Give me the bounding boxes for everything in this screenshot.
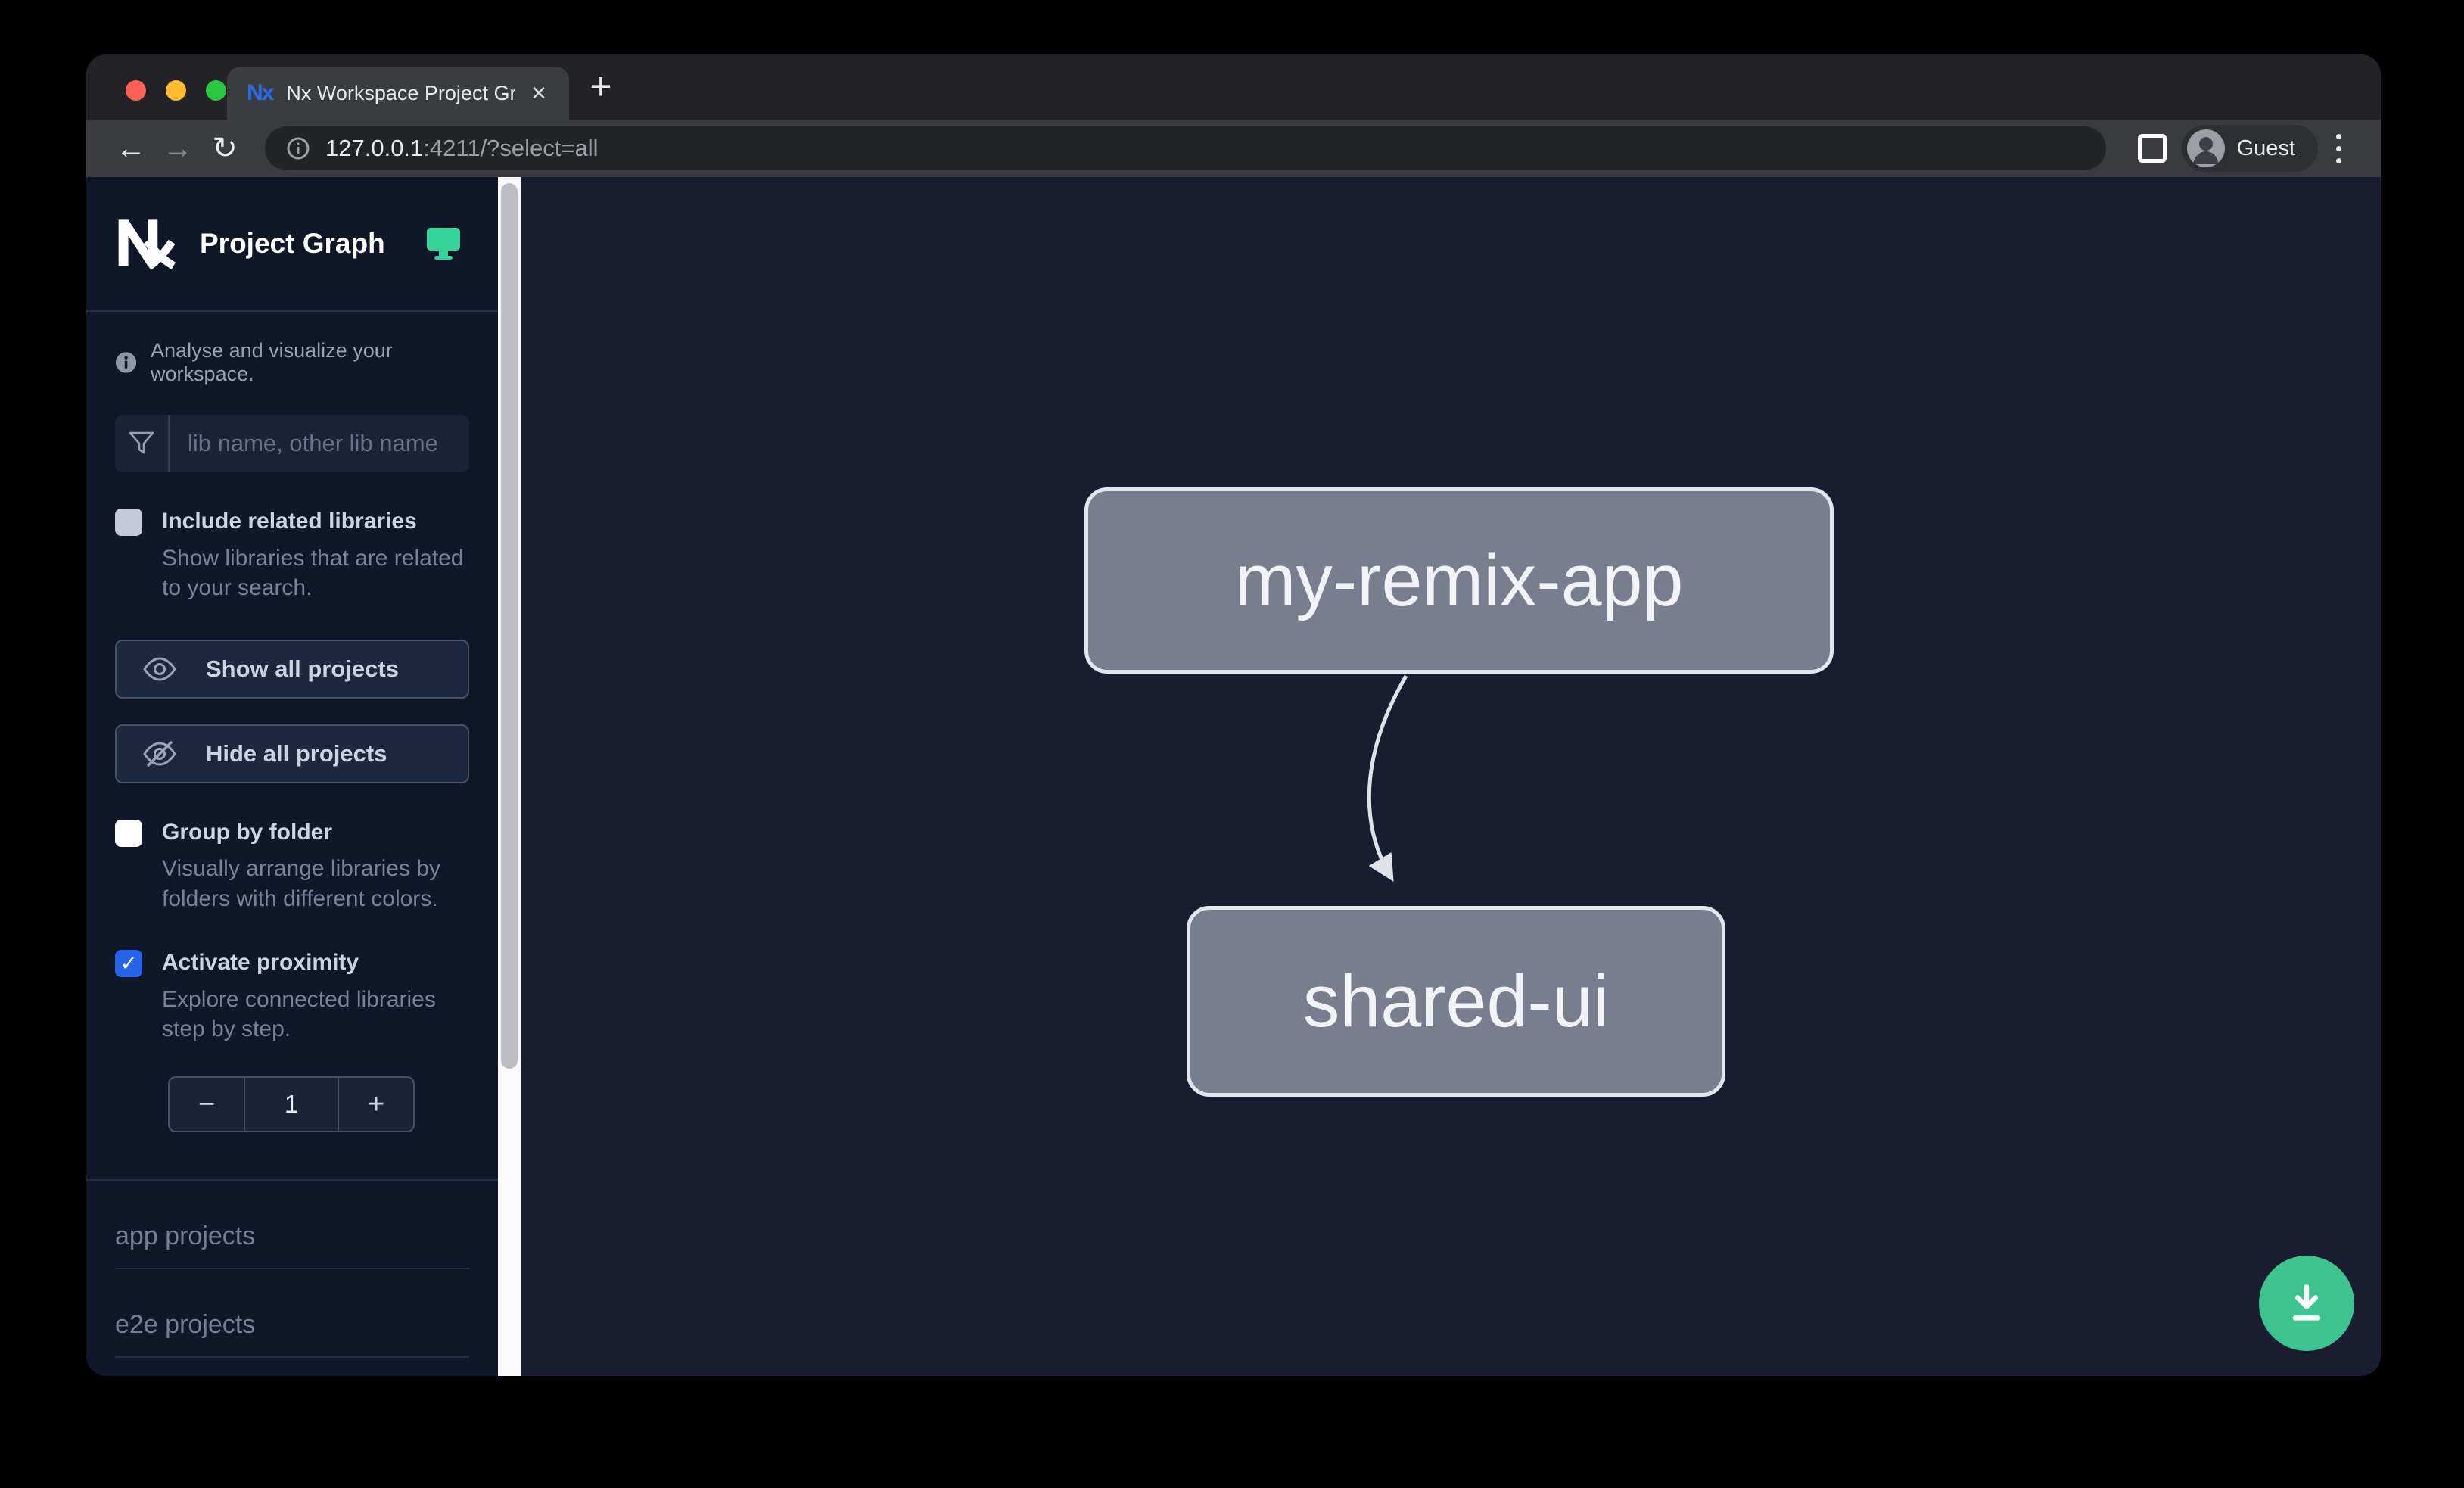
sidebar-scrollbar[interactable] bbox=[498, 177, 521, 1376]
stepper-value: 1 bbox=[243, 1078, 340, 1132]
node-shared-ui[interactable]: shared-ui bbox=[1187, 906, 1725, 1097]
activate-proximity-checkbox[interactable]: ✓ bbox=[115, 950, 142, 978]
include-related-label: Include related libraries bbox=[162, 509, 417, 534]
project-sections: app projects e2e projects bbox=[86, 1181, 498, 1359]
profile-button[interactable]: Guest bbox=[2181, 125, 2318, 172]
activate-proximity-row: ✓ Activate proximity Explore connected l… bbox=[115, 948, 469, 1044]
download-graph-button[interactable] bbox=[2259, 1256, 2354, 1351]
sidebar-header: Project Graph bbox=[86, 177, 498, 312]
download-icon bbox=[2292, 1284, 2321, 1321]
scrollbar-thumb[interactable] bbox=[501, 183, 518, 1069]
nx-logo-icon bbox=[118, 219, 176, 269]
section-app-projects[interactable]: app projects bbox=[115, 1181, 469, 1270]
tab-title: Nx Workspace Project Graph bbox=[286, 81, 515, 104]
checkmark-icon: ✓ bbox=[120, 951, 138, 975]
avatar-icon bbox=[2186, 129, 2225, 167]
tab-strip: Nx Nx Workspace Project Graph × + bbox=[86, 54, 2381, 120]
sidebar-divider bbox=[86, 1179, 498, 1181]
dependency-edge bbox=[1367, 674, 1408, 883]
node-my-remix-app[interactable]: my-remix-app bbox=[1084, 487, 1834, 674]
eye-off-icon bbox=[143, 740, 176, 767]
new-tab-button[interactable]: + bbox=[590, 65, 612, 107]
back-icon[interactable]: ← bbox=[116, 131, 146, 165]
profile-name: Guest bbox=[2236, 135, 2295, 160]
include-related-desc: Show libraries that are related to your … bbox=[162, 545, 464, 601]
minimize-window-button[interactable] bbox=[166, 80, 186, 101]
url-path: :4211/?select=all bbox=[423, 135, 599, 161]
activate-proximity-desc: Explore connected libraries step by step… bbox=[162, 986, 436, 1042]
reload-icon[interactable]: ↻ bbox=[212, 132, 238, 165]
side-panel-icon[interactable] bbox=[2137, 134, 2167, 163]
info-icon bbox=[115, 352, 137, 373]
show-all-projects-button[interactable]: Show all projects bbox=[115, 639, 469, 699]
page-content: Project Graph Analyse and visualize your… bbox=[86, 177, 2381, 1376]
filter-funnel-icon bbox=[115, 415, 170, 472]
tab-close-icon[interactable]: × bbox=[531, 79, 546, 107]
site-info-icon[interactable] bbox=[286, 136, 310, 160]
group-by-folder-desc: Visually arrange libraries by folders wi… bbox=[162, 856, 440, 911]
group-by-folder-row: Group by folder Visually arrange librari… bbox=[115, 818, 469, 914]
browser-toolbar: ← → ↻ 127.0.0.1:4211/?select=all Guest bbox=[86, 120, 2381, 177]
include-related-row: Include related libraries Show libraries… bbox=[115, 507, 469, 603]
stepper-increment-button[interactable]: + bbox=[367, 1088, 385, 1120]
activate-proximity-label: Activate proximity bbox=[162, 950, 359, 976]
section-e2e-projects[interactable]: e2e projects bbox=[115, 1269, 469, 1359]
url-host: 127.0.0.1 bbox=[325, 135, 424, 161]
browser-menu-icon[interactable] bbox=[2336, 133, 2341, 163]
project-actions: Show all projects Hide all projects bbox=[86, 639, 498, 783]
url-text: 127.0.0.1:4211/?select=all bbox=[325, 135, 599, 162]
maximize-window-button[interactable] bbox=[206, 80, 226, 101]
browser-window: Nx Nx Workspace Project Graph × + ← → ↻ … bbox=[86, 54, 2381, 1376]
filter-box bbox=[115, 415, 469, 472]
proximity-stepper: − 1 + bbox=[168, 1076, 415, 1133]
include-related-checkbox[interactable] bbox=[115, 509, 142, 536]
page-title: Project Graph bbox=[200, 228, 385, 259]
graph-canvas[interactable]: my-remix-app shared-ui bbox=[521, 177, 2381, 1376]
nx-favicon-icon: Nx bbox=[247, 80, 274, 105]
eye-icon bbox=[143, 657, 176, 681]
hide-all-projects-label: Hide all projects bbox=[206, 739, 387, 767]
forward-icon[interactable]: → bbox=[163, 131, 193, 165]
group-by-folder-checkbox[interactable] bbox=[115, 819, 142, 847]
address-bar[interactable]: 127.0.0.1:4211/?select=all bbox=[265, 126, 2106, 170]
stepper-decrement-button[interactable]: − bbox=[198, 1088, 216, 1120]
traffic-lights bbox=[126, 80, 226, 101]
tagline-text: Analyse and visualize your workspace. bbox=[151, 339, 393, 385]
filter-input[interactable] bbox=[170, 415, 469, 472]
show-all-projects-label: Show all projects bbox=[206, 655, 399, 682]
monitor-icon[interactable] bbox=[425, 227, 462, 260]
group-by-folder-label: Group by folder bbox=[162, 819, 332, 845]
sidebar: Project Graph Analyse and visualize your… bbox=[86, 177, 498, 1376]
tagline-row: Analyse and visualize your workspace. bbox=[86, 312, 498, 386]
hide-all-projects-button[interactable]: Hide all projects bbox=[115, 724, 469, 783]
close-window-button[interactable] bbox=[126, 80, 146, 101]
browser-tab[interactable]: Nx Nx Workspace Project Graph × bbox=[227, 67, 569, 120]
